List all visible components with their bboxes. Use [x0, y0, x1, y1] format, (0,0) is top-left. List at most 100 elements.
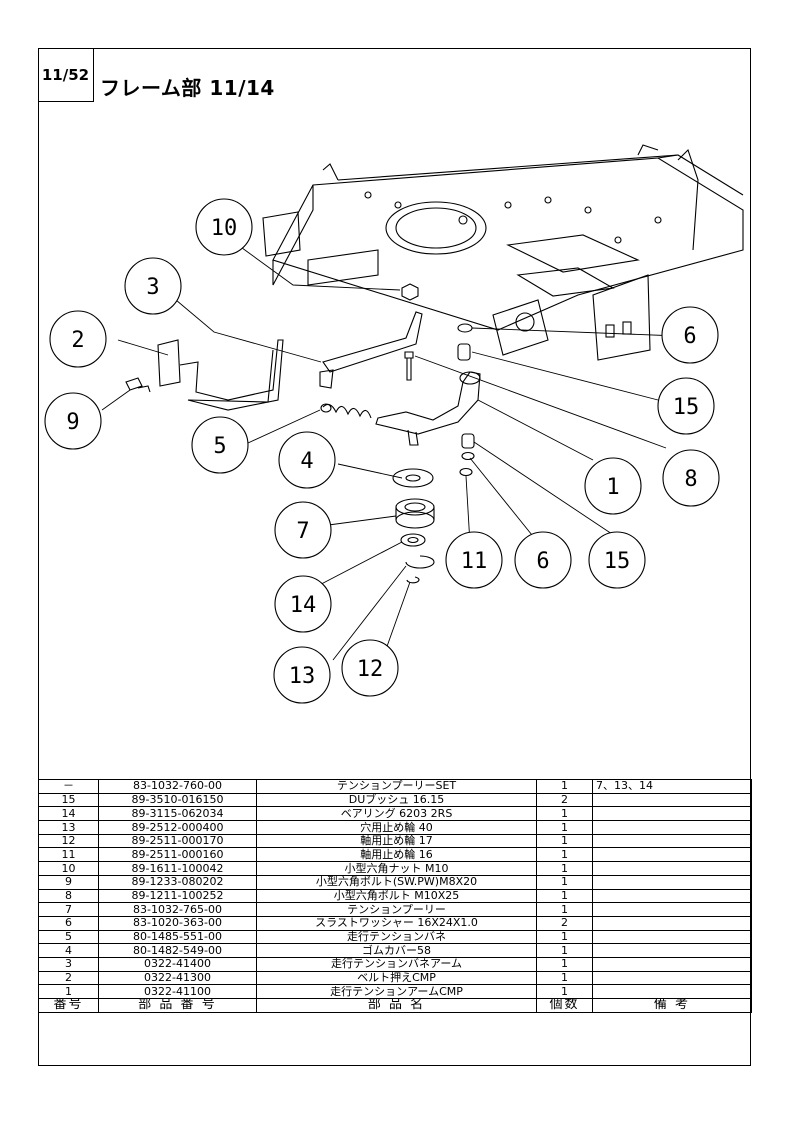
- cell-part-number: 89-2511-000170: [98, 833, 257, 849]
- cell-item-no: 15: [38, 792, 99, 808]
- cell-quantity: 1: [536, 888, 593, 904]
- spring-5: [322, 403, 372, 419]
- header-cell: 部 品 名: [256, 998, 537, 1013]
- cell-part-number: 80-1482-549-00: [98, 943, 257, 958]
- cell-part-name: ゴムカバー58: [256, 943, 537, 958]
- rubber-cover-4: [392, 468, 434, 488]
- cell-part-number: 83-1032-765-00: [98, 902, 257, 917]
- washer-6-upper: [457, 323, 473, 333]
- svg-text:9: 9: [66, 410, 79, 435]
- svg-text:1: 1: [606, 475, 619, 500]
- cell-remarks: [592, 806, 752, 822]
- callout-9: 9: [44, 392, 102, 450]
- svg-text:3: 3: [146, 275, 159, 300]
- cell-remarks: [592, 820, 752, 835]
- cell-item-no: 13: [38, 820, 99, 835]
- cell-part-number: 89-3510-016150: [98, 792, 257, 808]
- cell-quantity: 2: [536, 792, 593, 808]
- cell-part-name: DUブッシュ 16.15: [256, 792, 537, 808]
- cell-part-number: 89-3115-062034: [98, 806, 257, 822]
- callout-8: 8: [662, 449, 720, 507]
- cell-part-number: 89-2511-000160: [98, 847, 257, 863]
- belt-holder-2: [157, 339, 181, 387]
- cell-remarks: [592, 888, 752, 904]
- cell-quantity: 2: [536, 915, 593, 931]
- cell-part-number: 0322-41400: [98, 956, 257, 972]
- bolt-9: [125, 377, 151, 393]
- cell-quantity: 1: [536, 943, 593, 958]
- header-cell: 備 考: [592, 998, 752, 1013]
- bush-15-upper: [457, 343, 471, 361]
- cell-remarks: [592, 861, 752, 876]
- cell-item-no: 8: [38, 888, 99, 904]
- header-cell: 個数: [536, 998, 593, 1013]
- cell-part-number: 0322-41300: [98, 970, 257, 986]
- cell-quantity: 1: [536, 820, 593, 835]
- cell-part-name: 穴用止め輪 40: [256, 820, 537, 835]
- cell-part-name: 軸用止め輪 16: [256, 847, 537, 863]
- svg-text:11: 11: [461, 549, 488, 574]
- svg-text:6: 6: [683, 324, 696, 349]
- cell-remarks: [592, 833, 752, 849]
- header-cell: 番号: [38, 998, 99, 1013]
- cell-remarks: [592, 902, 752, 917]
- bearing-14: [400, 533, 426, 547]
- cell-quantity: 1: [536, 861, 593, 876]
- callout-14: 14: [274, 575, 332, 633]
- callout-6-upper: 6: [661, 306, 719, 364]
- cell-item-no: 9: [38, 874, 99, 890]
- cell-part-name: 軸用止め輪 17: [256, 833, 537, 849]
- svg-text:2: 2: [71, 328, 84, 353]
- cell-item-no: －: [38, 779, 99, 794]
- cell-item-no: 12: [38, 833, 99, 849]
- callout-2: 2: [49, 310, 107, 368]
- nut-10: [401, 283, 419, 301]
- cell-quantity: 1: [536, 929, 593, 945]
- cell-remarks: [592, 792, 752, 808]
- cell-part-name: 小型六角ボルト(SW.PW)M8X20: [256, 874, 537, 890]
- cell-quantity: 1: [536, 874, 593, 890]
- cell-item-no: 2: [38, 970, 99, 986]
- callout-5: 5: [191, 416, 249, 474]
- svg-text:14: 14: [290, 593, 317, 618]
- bush-15-lower: [461, 433, 475, 449]
- cell-quantity: 1: [536, 806, 593, 822]
- tension-arm-1: [375, 371, 481, 435]
- cell-quantity: 1: [536, 779, 593, 794]
- cell-quantity: 1: [536, 970, 593, 986]
- callout-6-lower: 6: [514, 531, 572, 589]
- page-title: フレーム部 11/14: [100, 76, 275, 100]
- svg-text:8: 8: [684, 467, 697, 492]
- cell-quantity: 1: [536, 984, 593, 999]
- ring-13: [405, 555, 435, 569]
- pulley-7: [395, 498, 435, 529]
- cell-item-no: 7: [38, 902, 99, 917]
- cell-part-name: 小型六角ナット M10: [256, 861, 537, 876]
- cell-item-no: 11: [38, 847, 99, 863]
- cell-remarks: [592, 943, 752, 958]
- svg-text:7: 7: [296, 519, 309, 544]
- cell-part-number: 89-1233-080202: [98, 874, 257, 890]
- callout-7: 7: [274, 501, 332, 559]
- cell-part-name: 小型六角ボルト M10X25: [256, 888, 537, 904]
- ring-12: [406, 576, 420, 584]
- cell-item-no: 3: [38, 956, 99, 972]
- exploded-parts-diagram: 10 3 2 9 5 4 7 14 13 12 11 6 15 1 8 6 15: [44, 144, 744, 704]
- svg-text:15: 15: [604, 549, 631, 574]
- callout-10: 10: [195, 198, 253, 256]
- cell-part-number: 89-1611-100042: [98, 861, 257, 876]
- drawing-frame: [38, 48, 751, 1066]
- callout-3: 3: [124, 257, 182, 315]
- cell-remarks: [592, 915, 752, 931]
